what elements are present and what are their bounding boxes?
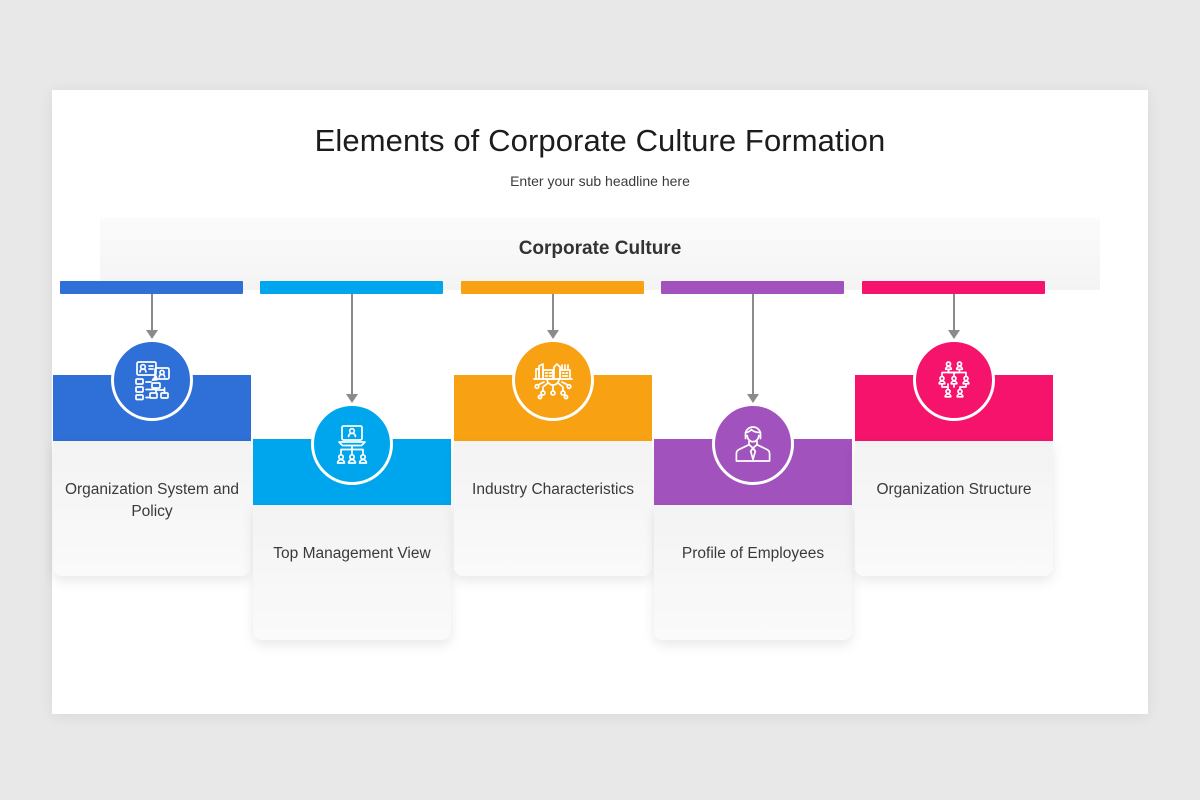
connector-line-1 <box>151 294 153 330</box>
card-header-3 <box>454 339 652 441</box>
card-label-3: Industry Characteristics <box>472 481 634 498</box>
slide-panel: Elements of Corporate Culture Formation … <box>52 90 1148 714</box>
card-label-5: Organization Structure <box>876 481 1032 498</box>
color-bar-5 <box>862 281 1045 294</box>
card-body-3: Industry Characteristics <box>454 441 652 576</box>
card-body-2: Top Management View <box>253 505 451 640</box>
connector-arrowhead-3 <box>547 330 559 339</box>
connector-line-5 <box>953 294 955 330</box>
corporate-culture-label: Corporate Culture <box>518 238 682 259</box>
card-body-5: Organization Structure <box>855 441 1053 576</box>
connector-arrowhead-1 <box>146 330 158 339</box>
card-body-1: Organization System and Policy <box>53 441 251 576</box>
culture-card-2[interactable]: Top Management View <box>253 403 451 640</box>
connector-arrowhead-2 <box>346 394 358 403</box>
page-title: Elements of Corporate Culture Formation <box>314 123 886 158</box>
card-label-2: Top Management View <box>273 545 431 562</box>
color-bar-3 <box>461 281 644 294</box>
card-header-4 <box>654 403 852 505</box>
culture-card-4[interactable]: Profile of Employees <box>654 403 852 640</box>
corporate-culture-band: Corporate Culture <box>100 218 1100 290</box>
connector-arrowhead-4 <box>747 394 759 403</box>
card-header-2 <box>253 403 451 505</box>
card-label-4: Profile of Employees <box>681 545 825 562</box>
connector-line-4 <box>752 294 754 394</box>
management-hierarchy-icon[interactable] <box>311 403 393 485</box>
businessman-profile-icon[interactable] <box>712 403 794 485</box>
org-chart-people-icon[interactable] <box>111 339 193 421</box>
card-header-5 <box>855 339 1053 441</box>
culture-card-1[interactable]: Organization System and Policy <box>53 339 251 576</box>
connector-arrowhead-5 <box>948 330 960 339</box>
culture-card-5[interactable]: Organization Structure <box>855 339 1053 576</box>
color-bar-1 <box>60 281 243 294</box>
card-body-4: Profile of Employees <box>654 505 852 640</box>
card-header-1 <box>53 339 251 441</box>
connector-line-2 <box>351 294 353 394</box>
culture-card-3[interactable]: Industry Characteristics <box>454 339 652 576</box>
factory-network-icon[interactable] <box>512 339 594 421</box>
connector-line-3 <box>552 294 554 330</box>
color-bar-4 <box>661 281 844 294</box>
color-bar-2 <box>260 281 443 294</box>
card-label-1: Organization System and Policy <box>64 481 240 520</box>
page-subtitle: Enter your sub headline here <box>510 173 690 189</box>
org-structure-tree-icon[interactable] <box>913 339 995 421</box>
